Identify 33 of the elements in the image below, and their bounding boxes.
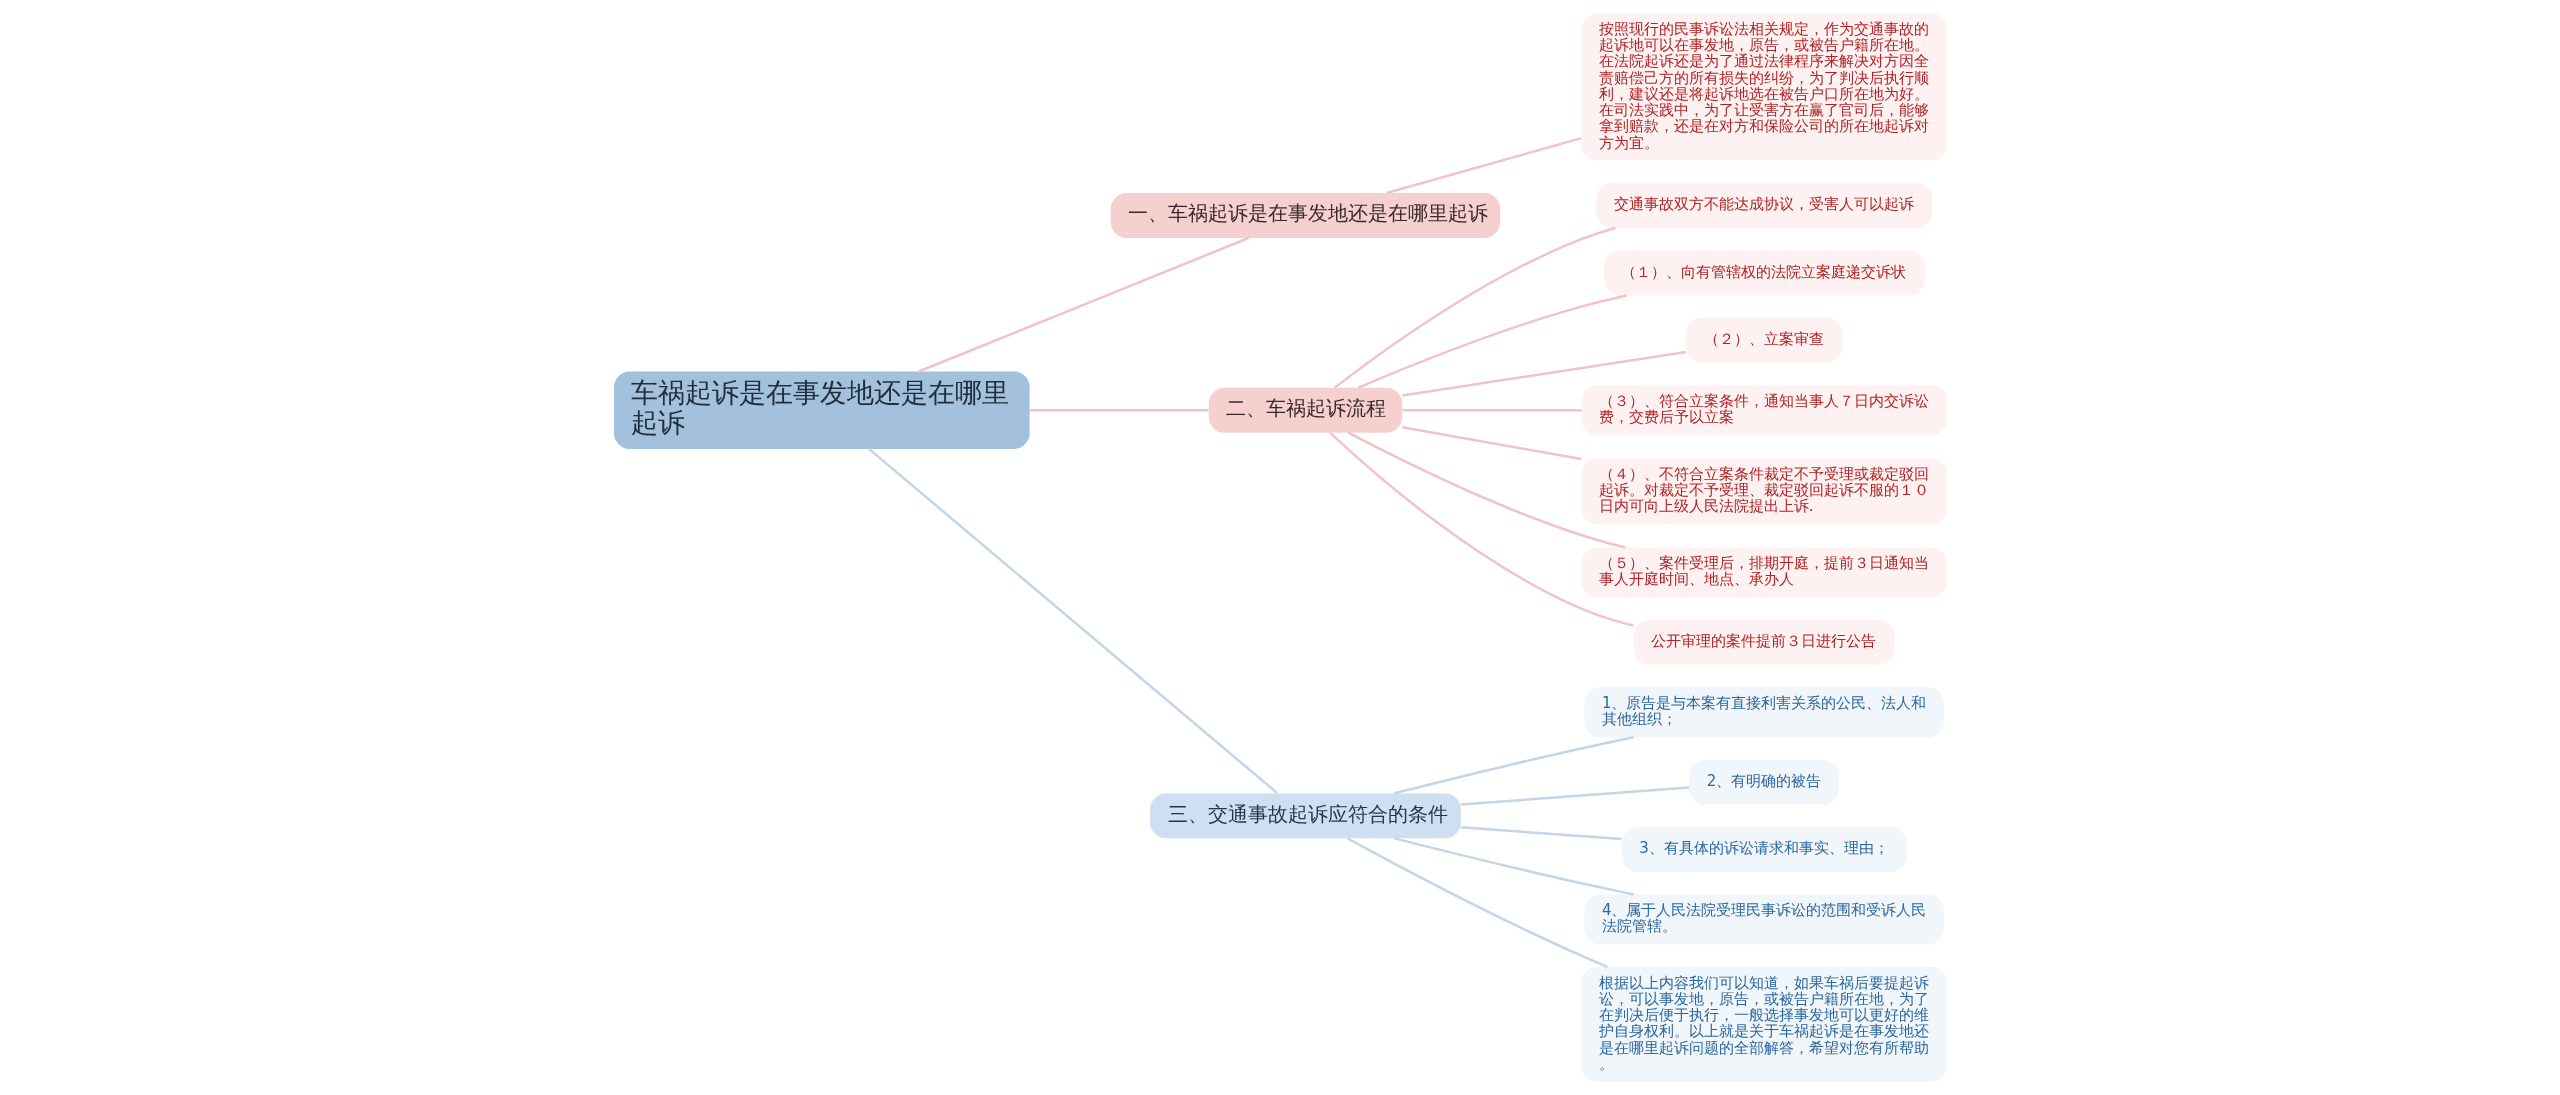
connector — [1393, 736, 1634, 795]
node-box: （３）、符合立案条件，通知当事人７日内交诉讼费，交费后予以立案 — [1580, 385, 1947, 436]
connector — [1460, 786, 1689, 806]
node-box: 公开审理的案件提前３日进行公告 — [1633, 619, 1895, 665]
connector — [1393, 837, 1634, 896]
node-box: （５）、案件受理后，排期开庭，提前３日通知当事人开庭时间、地点、承办人 — [1580, 547, 1947, 598]
connector — [1346, 837, 1608, 968]
connector — [867, 448, 1278, 795]
connector — [1328, 431, 1634, 627]
connector — [1347, 431, 1625, 549]
node-box: 3、有具体的诉讼请求和事实、理由； — [1621, 827, 1906, 872]
node-box: （２）、立案审查 — [1685, 317, 1842, 363]
connector — [1357, 294, 1627, 389]
node-box: 交通事故双方不能达成协议，受害人可以起诉 — [1595, 183, 1932, 228]
connector — [1401, 426, 1581, 461]
node-box: （１）、向有管辖权的法院立案庭递交诉状 — [1603, 250, 1925, 296]
node-box: 2、有明确的被告 — [1688, 759, 1839, 805]
connector — [1385, 136, 1581, 195]
connector — [1333, 226, 1616, 389]
connector — [1460, 826, 1622, 841]
node-box: （４）、不符合立案条件裁定不予受理或裁定驳回起诉。对裁定不予受理、裁定驳回起诉不服的１０日内可向上级人民法院提出上诉. — [1580, 458, 1947, 525]
connector — [1029, 408, 1208, 412]
node-box: 根据以上内容我们可以知道，如果车祸后要提起诉讼，可以事发地，原告，或被告户籍所在地，为了在判决后便于执行，一般选择事发地可以更好的维护自身权利。以上就是关于车祸起诉是在事发地还是在哪里起诉问题的全部解答，希望对您有所帮助。 — [1580, 966, 1947, 1082]
connector — [917, 236, 1249, 373]
node-box: 一、车祸起诉是在事发地还是在哪里起诉 — [1110, 193, 1500, 238]
node-box: 1、原告是与本案有直接利害关系的公民、法人和其他组织； — [1583, 687, 1944, 738]
node-box: 车祸起诉是在事发地还是在哪里起诉 — [613, 371, 1030, 449]
node-box: 三、交通事故起诉应符合的条件 — [1149, 793, 1461, 839]
node-box: 二、车祸起诉流程 — [1208, 387, 1402, 433]
connector — [1401, 408, 1581, 412]
node-box: 按照现行的民事诉讼法相关规定，作为交通事故的起诉地可以在事发地，原告，或被告户籍所在地。在法院起诉还是为了通过法律程序来解决对方因全责赔偿己方的所有损失的纠纷，为了判决后执行顺利，建议还是将起诉地选在被告户口所在地为好。在司法实践中，为了让受害方在赢了官司后，能够拿到赔款，还是在对方和保险公司的所在地起诉对方为宜。 — [1580, 13, 1947, 161]
node-box: 4、属于人民法院受理民事诉讼的范围和受诉人民法院管辖。 — [1583, 894, 1944, 945]
connector — [1401, 350, 1686, 397]
